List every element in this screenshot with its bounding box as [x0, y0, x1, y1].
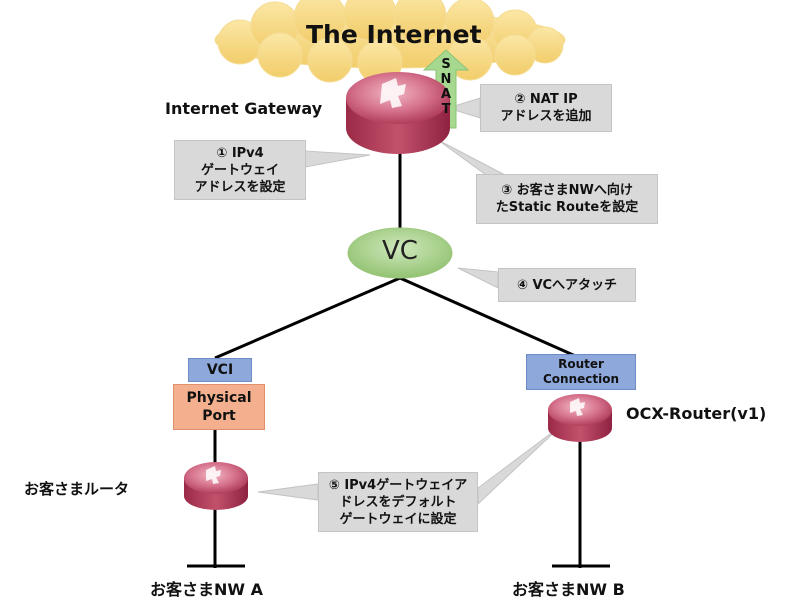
callout-4-line1: ④ VCへアタッチ: [516, 277, 618, 293]
c5-pointer-right: [477, 424, 563, 506]
physical-port-box: Physical Port: [173, 384, 265, 430]
router-connection-box: Router Connection: [526, 354, 636, 390]
physical-port-line2: Port: [202, 408, 236, 424]
router-connection-line1: Router: [558, 357, 604, 371]
callout-1-line3: アドレスを設定: [194, 179, 286, 195]
vc-vci-link: [214, 276, 401, 360]
callout-pointers: [257, 97, 563, 506]
ocx-router-icon: [548, 394, 612, 442]
snat-label: S N A T: [438, 57, 454, 117]
callout-1-line2: ゲートウェイ: [200, 162, 279, 178]
callout-3-line1: ③ お客さまNWへ向け: [501, 183, 633, 198]
vc-label: VC: [382, 236, 418, 266]
callout-1-line1: ① IPv4: [216, 145, 264, 161]
vci-label: VCI: [206, 362, 234, 378]
customer-router-label: お客さまルータ: [24, 480, 130, 498]
callout-3: ③ お客さまNWへ向け たStatic Routeを設定: [476, 174, 658, 224]
c1-pointer: [304, 150, 371, 168]
callout-5-line3: ゲートウェイに設定: [339, 511, 457, 527]
callout-3-line2: たStatic Routeを設定: [495, 200, 639, 215]
callout-5-line1: ⑤ IPv4ゲートウェイア: [328, 477, 468, 493]
c4-pointer: [457, 267, 499, 289]
snat-letter-n: N: [440, 72, 452, 87]
network-b-label: お客さまNW B: [512, 580, 625, 599]
vc-node: [347, 227, 453, 279]
c3-pointer: [437, 139, 506, 176]
callout-4: ④ VCへアタッチ: [498, 268, 636, 302]
snat-letter-s: S: [441, 57, 451, 72]
vci-box: VCI: [188, 358, 252, 382]
callout-1: ① IPv4 ゲートウェイ アドレスを設定: [174, 140, 306, 200]
vc-router-connection-link: [399, 276, 581, 360]
internet-label: The Internet: [306, 20, 482, 49]
snat-letter-t: T: [441, 102, 451, 117]
callout-5-line2: ドレスをデフォルト: [339, 494, 457, 510]
router-connection-line2: Connection: [542, 372, 620, 386]
snat-letter-a: A: [440, 87, 452, 102]
cloud-icon: [214, 0, 566, 85]
callout-2-line1: ② NAT IP: [514, 92, 578, 107]
gateway-label: Internet Gateway: [165, 99, 323, 118]
callout-2-line2: アドレスを追加: [500, 109, 592, 124]
callout-2: ② NAT IP アドレスを追加: [480, 84, 612, 132]
network-a-label: お客さまNW A: [150, 580, 263, 599]
ocx-router-label: OCX-Router(v1): [626, 404, 767, 423]
callout-5: ⑤ IPv4ゲートウェイア ドレスをデフォルト ゲートウェイに設定: [318, 472, 478, 532]
physical-port-line1: Physical: [186, 390, 252, 406]
gateway-router-icon: [346, 72, 450, 154]
customer-router-icon: [184, 462, 248, 510]
links: [187, 150, 610, 568]
c5-pointer-left: [257, 483, 319, 501]
